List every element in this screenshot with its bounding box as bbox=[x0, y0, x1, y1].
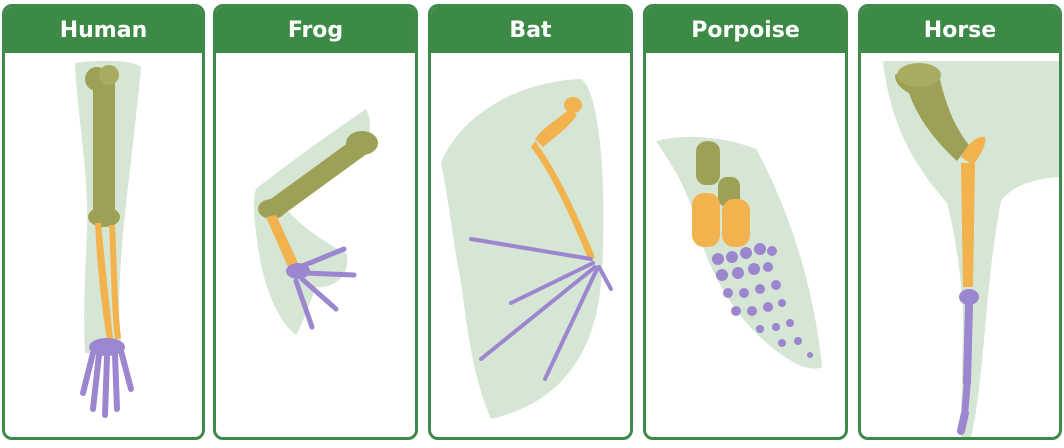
panel-header-frog: Frog bbox=[216, 7, 415, 53]
frog-hand-bones bbox=[286, 246, 357, 330]
panel-horse: Horse bbox=[858, 4, 1062, 440]
frog-radioulna-bone bbox=[266, 215, 298, 267]
horse-lower-leg-bones bbox=[957, 289, 979, 435]
human-forelimb-illustration bbox=[5, 53, 202, 437]
bat-forelimb-svg bbox=[441, 79, 613, 419]
horse-forelimb-svg bbox=[883, 61, 1059, 437]
panel-porpoise: Porpoise bbox=[643, 4, 848, 440]
panel-header-human: Human bbox=[5, 7, 202, 53]
panel-header-horse: Horse bbox=[861, 7, 1059, 53]
bat-finger-bones bbox=[469, 237, 613, 381]
human-forelimb-svg bbox=[75, 60, 141, 418]
panel-label-horse: Horse bbox=[923, 17, 997, 43]
panel-human: Human bbox=[2, 4, 205, 440]
panel-header-porpoise: Porpoise bbox=[646, 7, 845, 53]
panel-header-bat: Bat bbox=[431, 7, 630, 53]
panel-bat: Bat bbox=[428, 4, 633, 440]
panel-frog: Frog bbox=[213, 4, 418, 440]
bat-forelimb-illustration bbox=[431, 53, 630, 437]
bat-humerus-bone bbox=[535, 97, 582, 147]
porpoise-hand-bones bbox=[712, 243, 813, 358]
bat-radius-bone bbox=[531, 141, 595, 261]
porpoise-flipper-illustration bbox=[646, 53, 845, 437]
porpoise-radius-ulna-bones bbox=[692, 193, 750, 247]
panel-label-frog: Frog bbox=[287, 17, 344, 43]
porpoise-flipper-svg bbox=[656, 136, 822, 369]
frog-forelimb-svg bbox=[253, 109, 378, 335]
frog-forelimb-illustration bbox=[216, 53, 415, 437]
panel-label-bat: Bat bbox=[509, 17, 552, 43]
horse-forelimb-illustration bbox=[861, 53, 1059, 437]
porpoise-humerus-bone bbox=[696, 141, 740, 207]
panel-label-human: Human bbox=[59, 17, 148, 43]
human-humerus-bone bbox=[85, 65, 120, 227]
porpoise-flipper-outline bbox=[656, 136, 822, 369]
horse-humerus-bone bbox=[895, 63, 969, 161]
human-radius-ulna-bones bbox=[95, 223, 121, 340]
frog-humerus-bone bbox=[258, 131, 378, 219]
panel-label-porpoise: Porpoise bbox=[691, 17, 800, 43]
horse-radius-ulna-bones bbox=[961, 136, 986, 287]
human-hand-bones bbox=[80, 338, 134, 418]
